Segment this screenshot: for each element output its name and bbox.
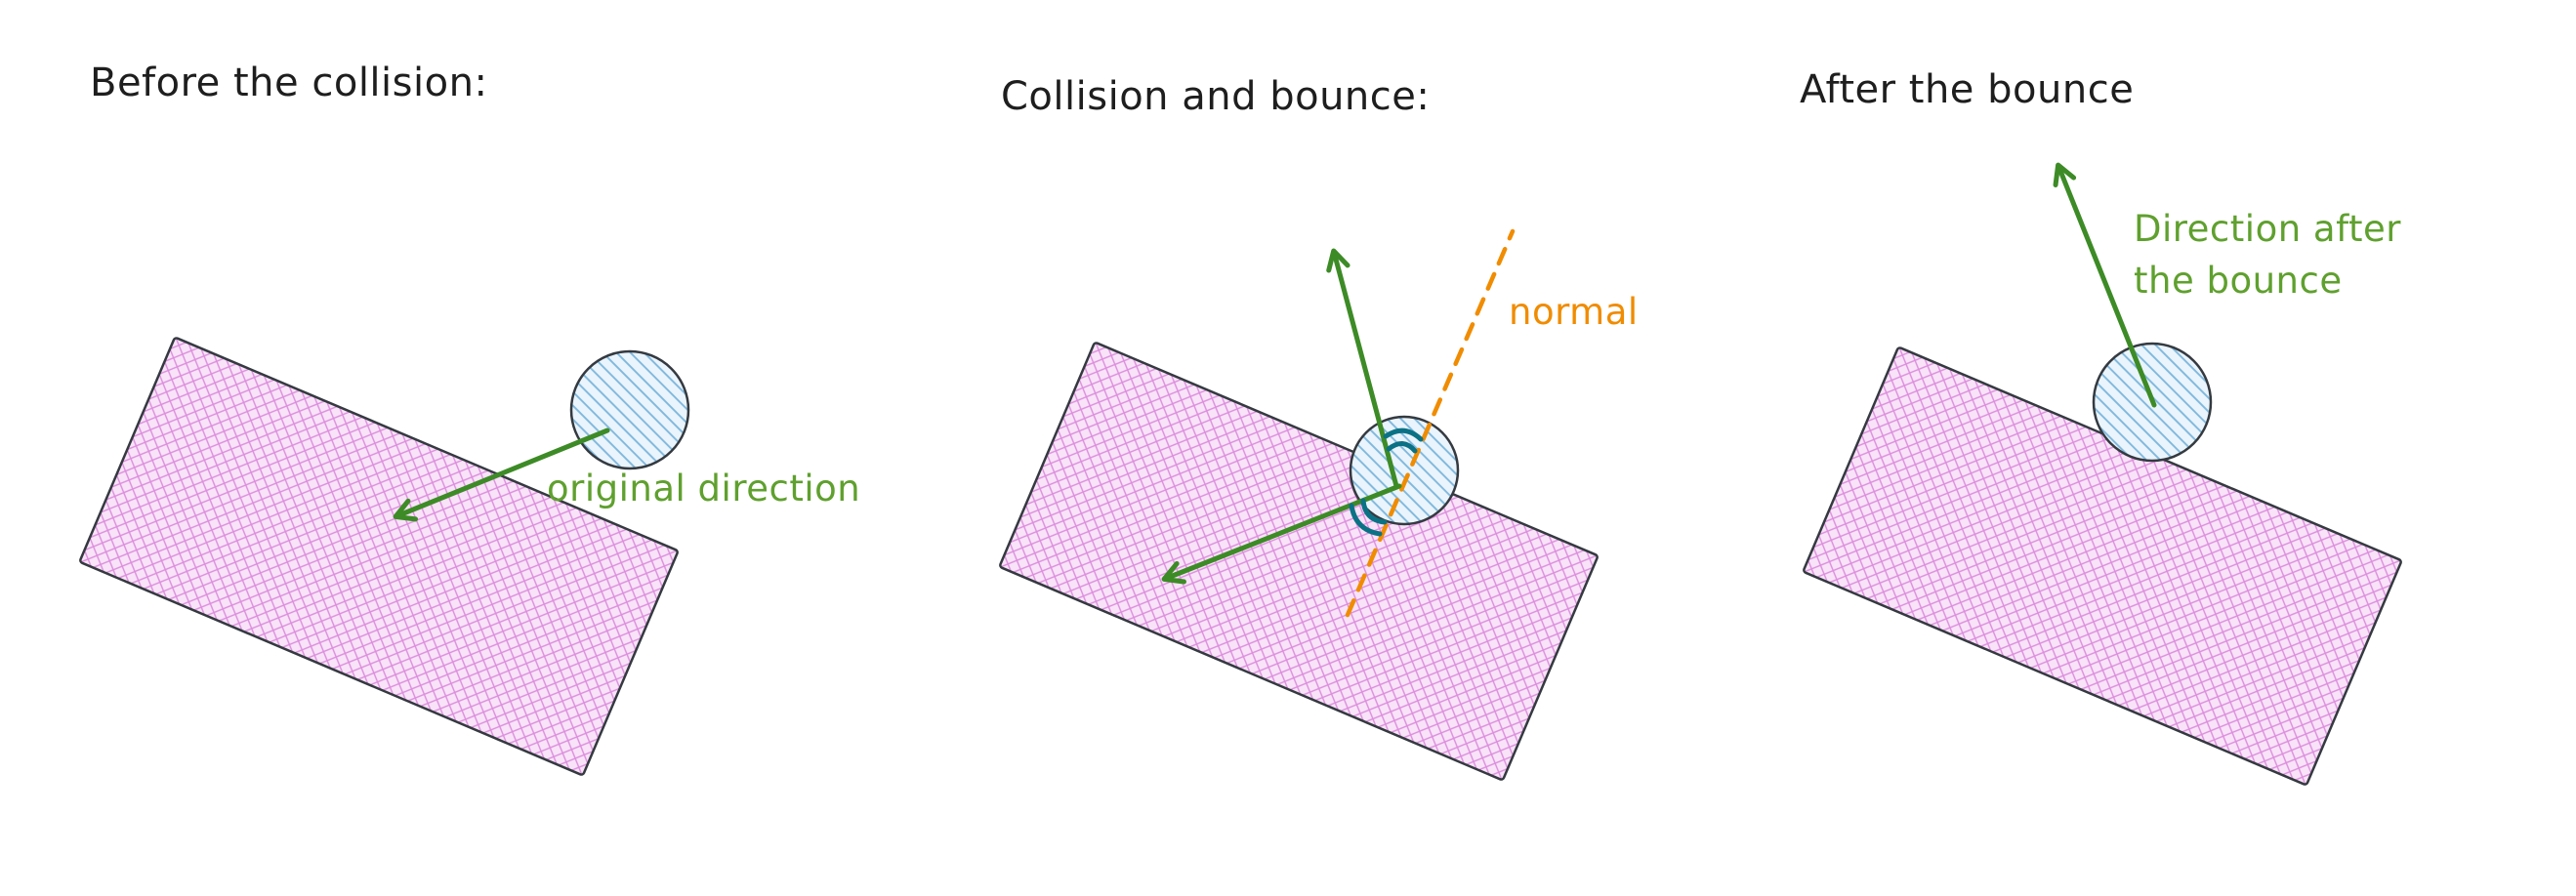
surface-rect-shape bbox=[999, 342, 1599, 781]
angle-marks bbox=[1349, 428, 1424, 537]
bounce-direction-arrow bbox=[1326, 248, 1399, 489]
angle-mark-lower-outer bbox=[1349, 503, 1383, 537]
angle-mark-upper-inner bbox=[1386, 441, 1418, 454]
panel-title: After the bounce bbox=[1800, 67, 2134, 112]
original-direction-label: original direction bbox=[547, 468, 860, 509]
angle-mark-upper-outer bbox=[1383, 428, 1424, 442]
ball-circle bbox=[569, 349, 690, 470]
normal-label: normal bbox=[1509, 291, 1639, 333]
after-bounce-label-line2: the bounce bbox=[2134, 260, 2343, 302]
incoming-direction-arrow bbox=[1161, 483, 1402, 585]
surface-rect bbox=[999, 342, 1599, 781]
normal-dashed-line bbox=[1345, 228, 1516, 618]
after-bounce-label-line1: Direction after bbox=[2134, 208, 2401, 250]
surface-rect-shape bbox=[79, 337, 679, 776]
panel-collision-bounce: Collision and bounce: normal bbox=[999, 74, 1639, 781]
panel-before-collision: Before the collision: original direction bbox=[79, 61, 860, 776]
surface-rect bbox=[79, 337, 679, 776]
panel-title: Before the collision: bbox=[90, 61, 487, 105]
panel-title: Collision and bounce: bbox=[1001, 74, 1430, 119]
angle-mark-lower-inner bbox=[1360, 498, 1388, 525]
original-direction-arrow bbox=[393, 428, 610, 522]
after-bounce-direction-arrow bbox=[2053, 162, 2157, 408]
panel-after-bounce: After the bounce Direction after the bou… bbox=[1800, 67, 2402, 786]
